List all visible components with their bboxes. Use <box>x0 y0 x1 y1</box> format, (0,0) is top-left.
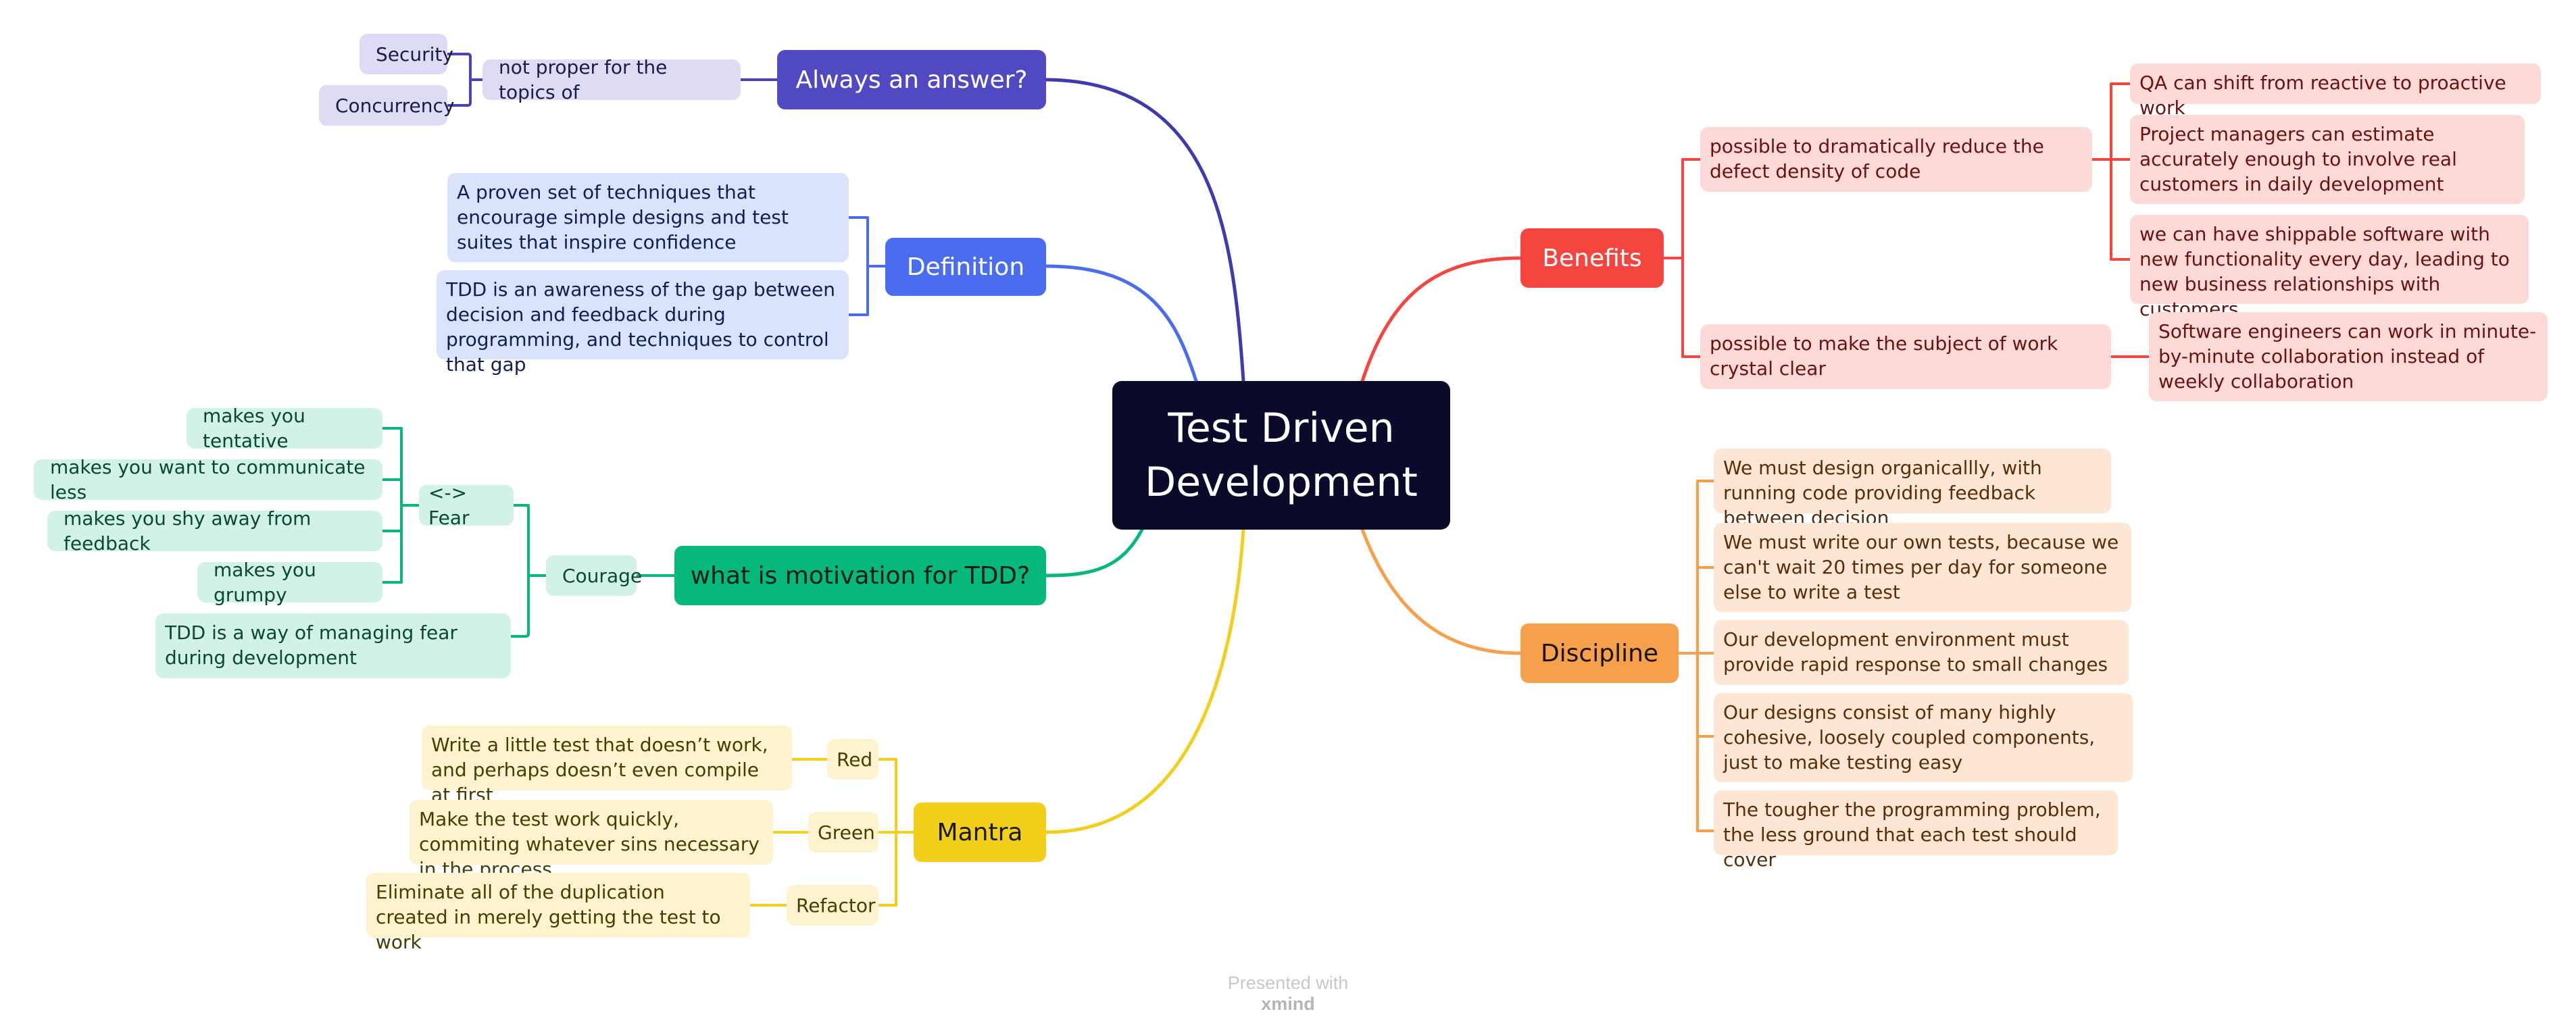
discipline-item[interactable]: Our designs consist of many highly cohes… <box>1714 693 2133 782</box>
mantra-step-red[interactable]: Red <box>827 739 878 780</box>
mantra-step-name: Green <box>818 821 875 844</box>
fear-item-text: makes you grumpy <box>214 559 316 606</box>
xmind-logo: xmind <box>1261 994 1315 1014</box>
central-topic[interactable]: Test Driven Development <box>1112 381 1450 530</box>
topic-motivation-label: what is motivation for TDD? <box>690 561 1031 590</box>
mantra-step-refactor[interactable]: Refactor <box>787 885 878 925</box>
topic-definition-label: Definition <box>906 253 1025 281</box>
benefit-item[interactable]: Software engineers can work in minute-by… <box>2149 312 2548 401</box>
benefit-item-text: Software engineers can work in minute-by… <box>2158 320 2537 392</box>
discipline-item[interactable]: The tougher the programming problem, the… <box>1714 790 2118 871</box>
definition-item-text: A proven set of techniques that encourag… <box>457 181 789 253</box>
subtopic-concurrency[interactable]: Concurrency <box>319 85 454 126</box>
benefit-group-text: possible to make the subject of work cry… <box>1710 332 2058 380</box>
subtopic-not-proper[interactable]: not proper for the topics of <box>482 56 741 103</box>
central-title-line2: Development <box>1145 459 1418 506</box>
subtopic-fear[interactable]: <-> Fear <box>419 482 514 529</box>
subtopic-not-proper-label: not proper for the topics of <box>499 56 668 103</box>
topic-mantra-label: Mantra <box>937 818 1023 846</box>
topic-discipline[interactable]: Discipline <box>1520 624 1679 683</box>
benefit-group-text: possible to dramatically reduce the defe… <box>1710 135 2044 182</box>
mantra-step-description: Write a little test that doesn’t work, a… <box>431 734 768 806</box>
benefit-item[interactable]: we can have shippable software with new … <box>2130 215 2529 320</box>
discipline-item[interactable]: We must write our own tests, because we … <box>1714 523 2131 612</box>
central-title-line1: Test Driven <box>1168 405 1395 452</box>
fear-item[interactable]: makes you want to communicate less <box>34 456 382 503</box>
benefit-group[interactable]: possible to make the subject of work cry… <box>1700 324 2111 389</box>
benefit-group[interactable]: possible to dramatically reduce the defe… <box>1700 127 2092 192</box>
fear-item[interactable]: makes you shy away from feedback <box>47 507 382 555</box>
fear-item[interactable]: makes you tentative <box>187 405 382 452</box>
topic-mantra[interactable]: Mantra <box>914 803 1046 862</box>
courage-item[interactable]: TDD is a way of managing fear during dev… <box>155 613 511 678</box>
topic-motivation[interactable]: what is motivation for TDD? <box>674 546 1046 605</box>
definition-item[interactable]: A proven set of techniques that encourag… <box>447 173 849 262</box>
mantra-step-text[interactable]: Write a little test that doesn’t work, a… <box>422 726 792 806</box>
benefit-item[interactable]: QA can shift from reactive to proactive … <box>2130 63 2541 119</box>
topic-benefits[interactable]: Benefits <box>1520 228 1664 288</box>
fear-item-text: makes you shy away from feedback <box>64 507 312 555</box>
mantra-step-name: Refactor <box>796 894 876 917</box>
footer-prefix: Presented with <box>1227 973 1349 993</box>
mantra-step-text[interactable]: Make the test work quickly, commiting wh… <box>410 800 773 880</box>
discipline-item[interactable]: We must design organicallly, with runnin… <box>1714 449 2111 529</box>
discipline-item-text: We must design organicallly, with runnin… <box>1723 457 2042 529</box>
benefit-item[interactable]: Project managers can estimate accurately… <box>2130 115 2525 204</box>
benefit-item-text: QA can shift from reactive to proactive … <box>2139 72 2506 119</box>
fear-item-text: makes you tentative <box>203 405 305 452</box>
mantra-step-description: Eliminate all of the duplication created… <box>376 881 721 953</box>
courage-item-text: TDD is a way of managing fear during dev… <box>165 621 457 669</box>
subtopic-fear-label: <-> Fear <box>428 482 470 529</box>
subtopic-courage-label: Courage <box>562 564 643 587</box>
subtopic-courage[interactable]: Courage <box>546 555 642 596</box>
topic-benefits-label: Benefits <box>1542 244 1642 272</box>
fear-item[interactable]: makes you grumpy <box>197 559 382 606</box>
definition-item[interactable]: TDD is an awareness of the gap between d… <box>437 270 849 376</box>
definition-item-text: TDD is an awareness of the gap between d… <box>446 278 836 376</box>
mantra-step-green[interactable]: Green <box>808 812 878 853</box>
benefit-item-text: Project managers can estimate accurately… <box>2139 123 2457 195</box>
discipline-item[interactable]: Our development environment must provide… <box>1714 620 2129 685</box>
topic-discipline-label: Discipline <box>1540 639 1659 667</box>
presented-with-footer[interactable]: Presented with xmind <box>1200 973 1376 1015</box>
mantra-step-description: Make the test work quickly, commiting wh… <box>419 808 760 880</box>
discipline-item-text: We must write our own tests, because we … <box>1723 531 2119 603</box>
subtopic-concurrency-label: Concurrency <box>335 94 455 117</box>
discipline-item-text: Our development environment must provide… <box>1723 628 2108 676</box>
topic-definition[interactable]: Definition <box>885 238 1046 296</box>
discipline-item-text: Our designs consist of many highly cohes… <box>1723 701 2096 773</box>
topic-always-an-answer-label: Always an answer? <box>795 66 1028 94</box>
subtopic-security[interactable]: Security <box>360 34 453 74</box>
subtopic-security-label: Security <box>376 43 453 66</box>
benefit-item-text: we can have shippable software with new … <box>2139 223 2510 320</box>
mantra-step-text[interactable]: Eliminate all of the duplication created… <box>366 873 750 953</box>
discipline-item-text: The tougher the programming problem, the… <box>1723 798 2101 871</box>
mantra-step-name: Red <box>837 748 873 771</box>
fear-item-text: makes you want to communicate less <box>50 456 366 503</box>
topic-always-an-answer[interactable]: Always an answer? <box>777 50 1046 109</box>
